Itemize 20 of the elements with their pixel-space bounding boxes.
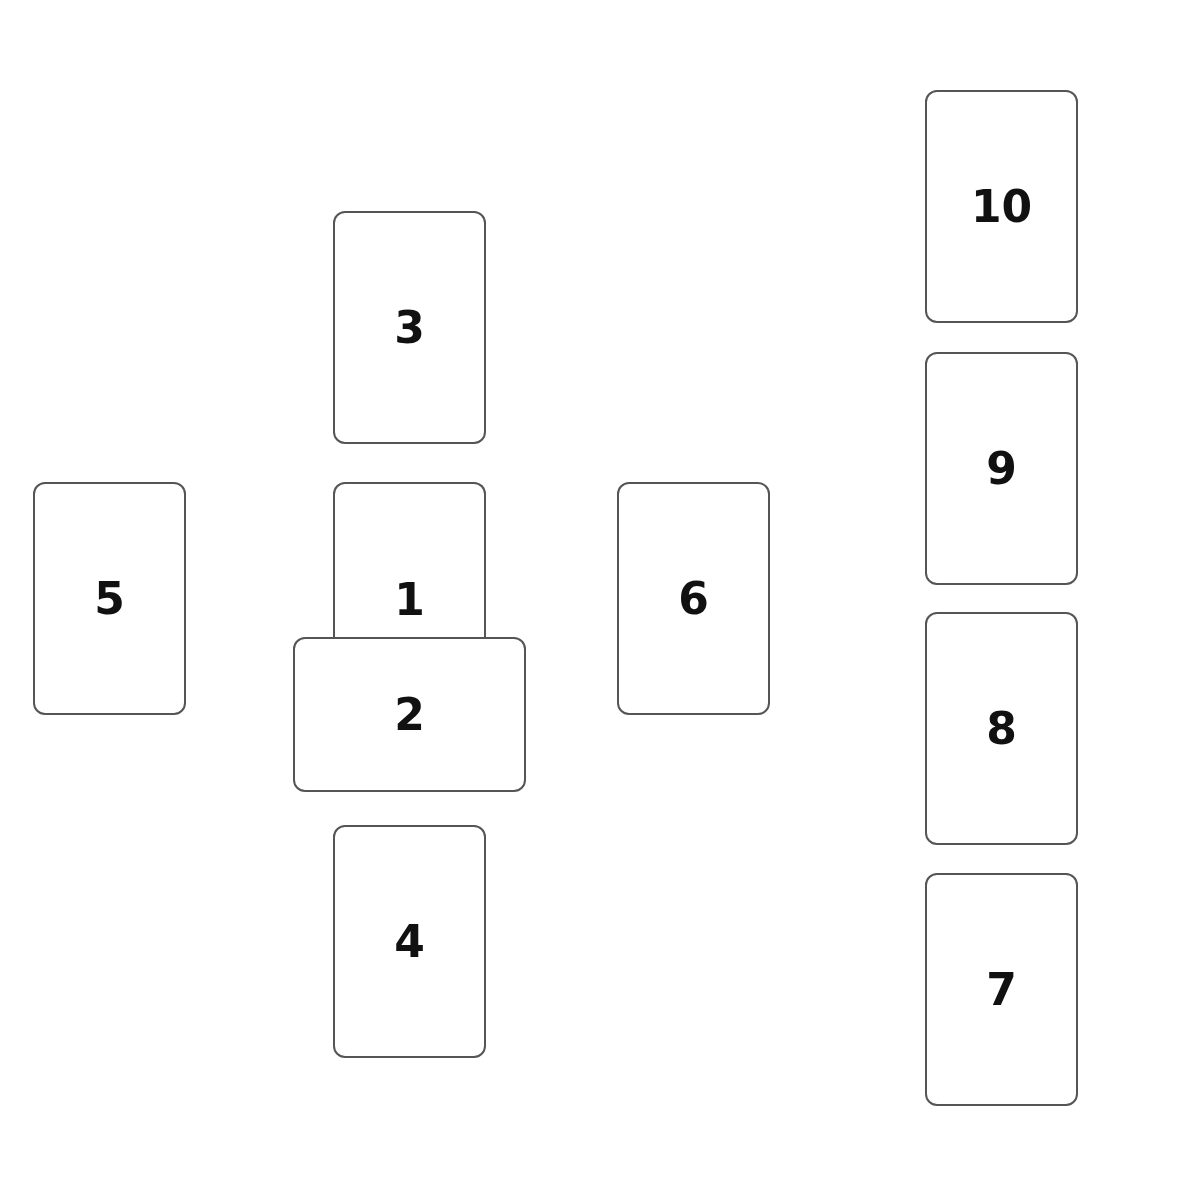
card-number: 3	[394, 305, 425, 350]
card-number: 8	[986, 706, 1017, 751]
card-number: 1	[394, 578, 425, 622]
card-number: 2	[394, 692, 425, 737]
card	[925, 352, 1078, 585]
card	[925, 873, 1078, 1106]
card-number: 5	[94, 576, 125, 621]
card-number: 10	[970, 184, 1033, 229]
card	[333, 482, 486, 637]
card-number: 7	[986, 967, 1017, 1012]
card-number: 4	[394, 919, 425, 964]
card	[293, 637, 526, 792]
card-number: 6	[678, 576, 709, 621]
card-number: 9	[986, 446, 1017, 491]
card	[333, 825, 486, 1058]
card	[925, 90, 1078, 323]
card	[33, 482, 186, 715]
card	[617, 482, 770, 715]
card	[333, 211, 486, 444]
card	[925, 612, 1078, 845]
